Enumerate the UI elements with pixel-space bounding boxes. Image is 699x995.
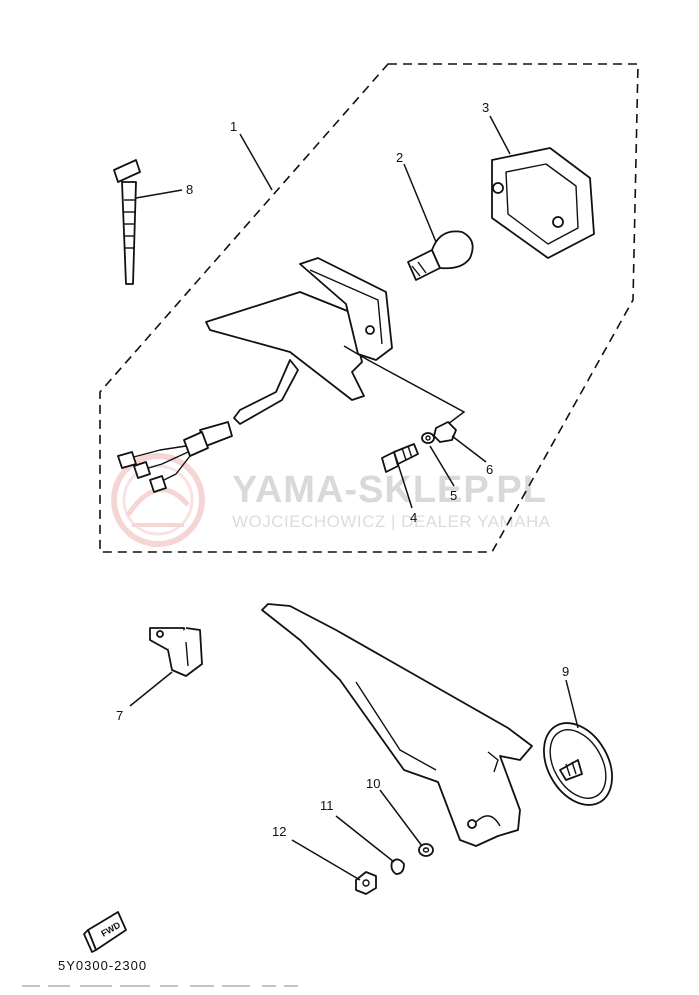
leader-2 (403, 163, 437, 243)
callout-11: 11 (320, 798, 334, 813)
part-8-cable-tie (113, 159, 141, 285)
callout-1: 1 (230, 119, 237, 134)
callout-2: 2 (396, 150, 403, 165)
assembly-leader (343, 345, 466, 425)
leader-9 (565, 679, 579, 729)
diagram-code: 5Y0300-2300 (58, 958, 147, 973)
part-9-reflector (543, 722, 613, 806)
callout-10: 10 (366, 776, 380, 791)
fwd-arrow-icon: FWD (83, 911, 127, 953)
part-2-bulb (407, 230, 474, 281)
leader-1 (239, 133, 273, 191)
part-4-bolt (381, 443, 419, 473)
part-5-washer (421, 432, 435, 444)
callout-9: 9 (562, 664, 569, 679)
leader-7 (129, 671, 173, 707)
callout-4: 4 (410, 510, 417, 525)
mounting-plate (261, 603, 533, 847)
watermark-title: YAMA-SKLEP.PL (232, 469, 547, 511)
callout-6: 6 (486, 462, 493, 477)
leader-11 (335, 815, 395, 863)
part-1-taillight-assembly (117, 257, 393, 493)
leader-3 (489, 115, 511, 155)
callout-8: 8 (186, 182, 193, 197)
leader-6 (451, 435, 487, 463)
leader-10 (379, 789, 423, 847)
watermark-subtitle: WOJCIECHOWICZ | DEALER YAMAHA (232, 512, 551, 531)
leader-4 (397, 463, 413, 509)
part-10-washer (418, 843, 434, 857)
callout-5: 5 (450, 488, 457, 503)
leader-5 (429, 445, 455, 487)
part-12-nut (355, 871, 377, 895)
callout-3: 3 (482, 100, 489, 115)
part-7-bracket (149, 627, 203, 677)
part-11-spring-washer (390, 858, 405, 875)
assembly-boundary (99, 63, 639, 553)
part-3-lens (491, 147, 595, 259)
part-6-nut (433, 421, 457, 443)
callout-12: 12 (272, 824, 286, 839)
watermark-logo (111, 453, 205, 547)
callout-7: 7 (116, 708, 123, 723)
leader-12 (291, 839, 361, 881)
leader-8 (135, 189, 183, 199)
